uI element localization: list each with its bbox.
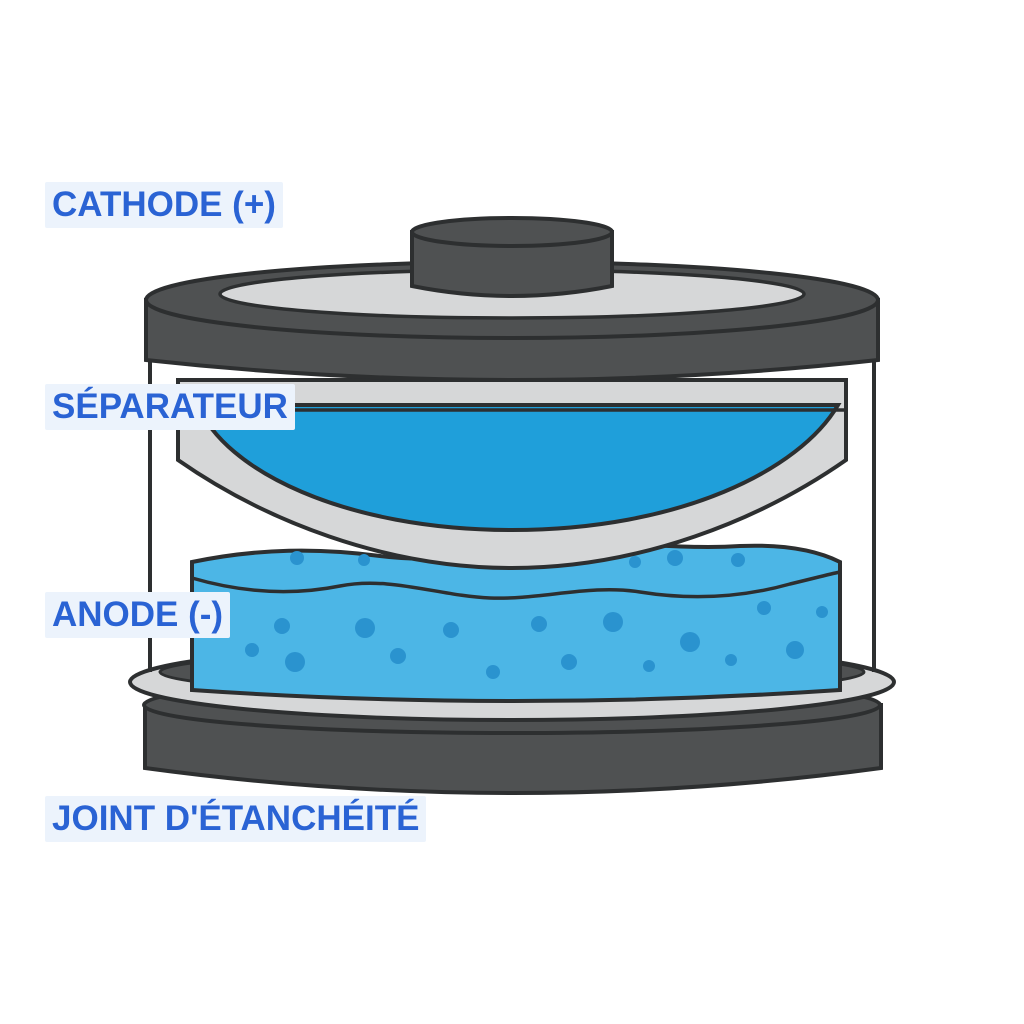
anode-top-wave xyxy=(191,570,841,600)
anode-label: ANODE (-) xyxy=(45,592,231,638)
separator-label: SÉPARATEUR xyxy=(45,384,295,430)
top-lid xyxy=(144,260,880,382)
anode-block xyxy=(190,542,842,703)
separator-layer xyxy=(176,378,848,571)
terminal-knob xyxy=(410,216,614,298)
seal-label: JOINT D'ÉTANCHÉITÉ xyxy=(45,796,427,842)
separator-blue xyxy=(195,403,842,533)
cathode-label: CATHODE (+) xyxy=(45,182,283,228)
terminal-knob-top xyxy=(410,216,614,248)
terminal-knob-body xyxy=(410,230,614,298)
anode-pores xyxy=(245,550,828,679)
